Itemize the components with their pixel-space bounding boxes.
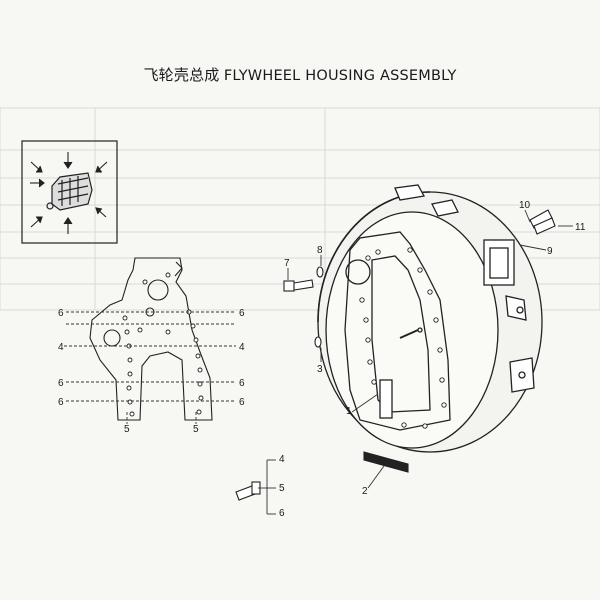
- callout-8: 8: [317, 245, 323, 256]
- bolt-group-icon: [235, 481, 261, 501]
- callout-11: 11: [575, 222, 586, 233]
- callout-6: 6: [239, 308, 245, 319]
- callout-9: 9: [547, 246, 553, 257]
- callout-6: 6: [279, 508, 285, 519]
- callout-10: 10: [519, 200, 531, 211]
- callout-6: 6: [239, 397, 245, 408]
- callout-6: 6: [58, 397, 64, 408]
- callout-5: 5: [193, 424, 199, 435]
- callout-7: 7: [284, 258, 290, 269]
- callout-leader-lines: [258, 209, 573, 515]
- title-chinese: 飞轮壳总成: [143, 67, 220, 84]
- plate-callouts: 6 4 6 6 6 4 6 6 5 5: [58, 308, 245, 435]
- callout-4: 4: [58, 342, 64, 353]
- callout-6: 6: [58, 308, 64, 319]
- orientation-inset: [21, 140, 118, 244]
- callout-5: 5: [124, 424, 130, 435]
- washer-part-8-icon: [316, 266, 324, 278]
- housing-plate-front-view: [89, 257, 213, 421]
- callout-4: 4: [239, 342, 245, 353]
- direction-arrows-icon: [30, 152, 108, 234]
- title-english: FLYWHEEL HOUSING ASSEMBLY: [223, 68, 457, 84]
- callout-3: 3: [317, 364, 323, 375]
- flywheel-housing-drawing: [317, 184, 543, 453]
- plate-leader-lines: [64, 311, 236, 424]
- callout-6: 6: [239, 378, 245, 389]
- callout-4: 4: [279, 454, 285, 465]
- washer-part-3-icon: [314, 336, 322, 348]
- diagram-title: 飞轮壳总成 FLYWHEEL HOUSING ASSEMBLY: [0, 64, 600, 85]
- housing-callouts: 1 2 3 4 5 6 7 8 9 10 11: [279, 200, 586, 519]
- bolt-part-7-icon: [283, 279, 314, 292]
- dowel-part-2-icon: [363, 451, 409, 473]
- bolt-part-11-icon: [533, 217, 556, 235]
- callout-6: 6: [58, 378, 64, 389]
- small-parts: [235, 209, 556, 501]
- callout-5: 5: [279, 483, 285, 494]
- callout-2: 2: [362, 486, 368, 497]
- engine-block-icon: [46, 172, 93, 211]
- callout-1: 1: [346, 406, 352, 417]
